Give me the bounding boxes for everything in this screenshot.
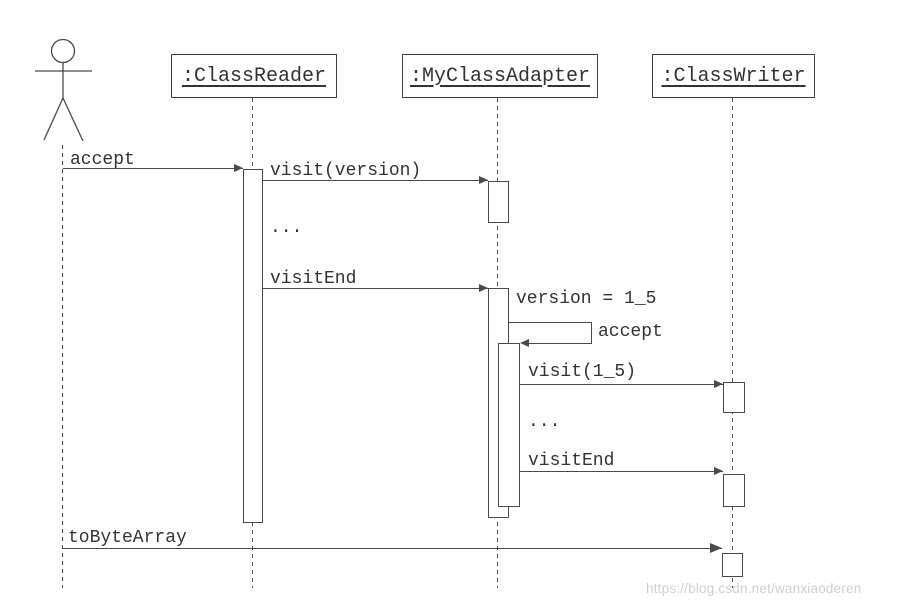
arrowhead-icon xyxy=(479,176,488,184)
lifeline-classwriter xyxy=(732,98,733,588)
arrowhead-icon xyxy=(479,284,488,292)
object-label-classwriter: :ClassWriter xyxy=(661,64,806,88)
message-line-tobytearray xyxy=(63,548,722,549)
activation-classreader xyxy=(243,169,263,523)
self-message-top-line xyxy=(509,322,592,323)
object-box-classreader: :ClassReader xyxy=(171,54,337,98)
object-box-myclassadapter: :MyClassAdapter xyxy=(402,54,598,98)
activation-classwriter-3 xyxy=(722,553,743,577)
object-label-myclassadapter: :MyClassAdapter xyxy=(409,64,591,88)
self-message-right-line xyxy=(591,322,592,344)
message-label-accept: accept xyxy=(70,150,135,170)
lifeline-actor xyxy=(62,145,63,588)
self-message-bottom-line xyxy=(527,343,592,344)
watermark-url: https://blog.csdn.net/wanxiaoderen xyxy=(646,581,862,596)
arrowhead-icon xyxy=(520,339,529,347)
arrowhead-icon xyxy=(710,543,722,553)
arrowhead-icon xyxy=(714,467,723,475)
message-label-tobytearray: toByteArray xyxy=(68,528,187,548)
note-version-assign: version = 1_5 xyxy=(516,289,657,309)
object-box-classwriter: :ClassWriter xyxy=(652,54,815,98)
stick-figure-actor-icon xyxy=(35,38,92,142)
object-label-classreader: :ClassReader xyxy=(181,64,327,88)
arrowhead-icon xyxy=(234,164,243,172)
activation-myclassadapter-nested xyxy=(498,343,520,507)
message-line-visit-version xyxy=(263,180,488,181)
message-label-visit-version: visit(version) xyxy=(270,161,422,181)
message-label-visitend-2: visitEnd xyxy=(528,451,615,471)
message-label-visit-1-5: visit(1_5) xyxy=(528,362,637,382)
message-label-self-accept: accept xyxy=(598,322,663,342)
activation-myclassadapter-1 xyxy=(488,181,509,223)
message-line-visitend-1 xyxy=(263,288,488,289)
ellipsis-1: ... xyxy=(270,218,303,238)
arrowhead-icon xyxy=(714,380,723,388)
activation-classwriter-1 xyxy=(723,382,745,413)
message-line-accept xyxy=(63,168,243,169)
message-label-visitend-1: visitEnd xyxy=(270,269,357,289)
activation-classwriter-2 xyxy=(723,474,745,507)
message-line-visit-1-5 xyxy=(520,384,723,385)
message-line-visitend-2 xyxy=(520,471,723,472)
ellipsis-2: ... xyxy=(528,412,561,432)
